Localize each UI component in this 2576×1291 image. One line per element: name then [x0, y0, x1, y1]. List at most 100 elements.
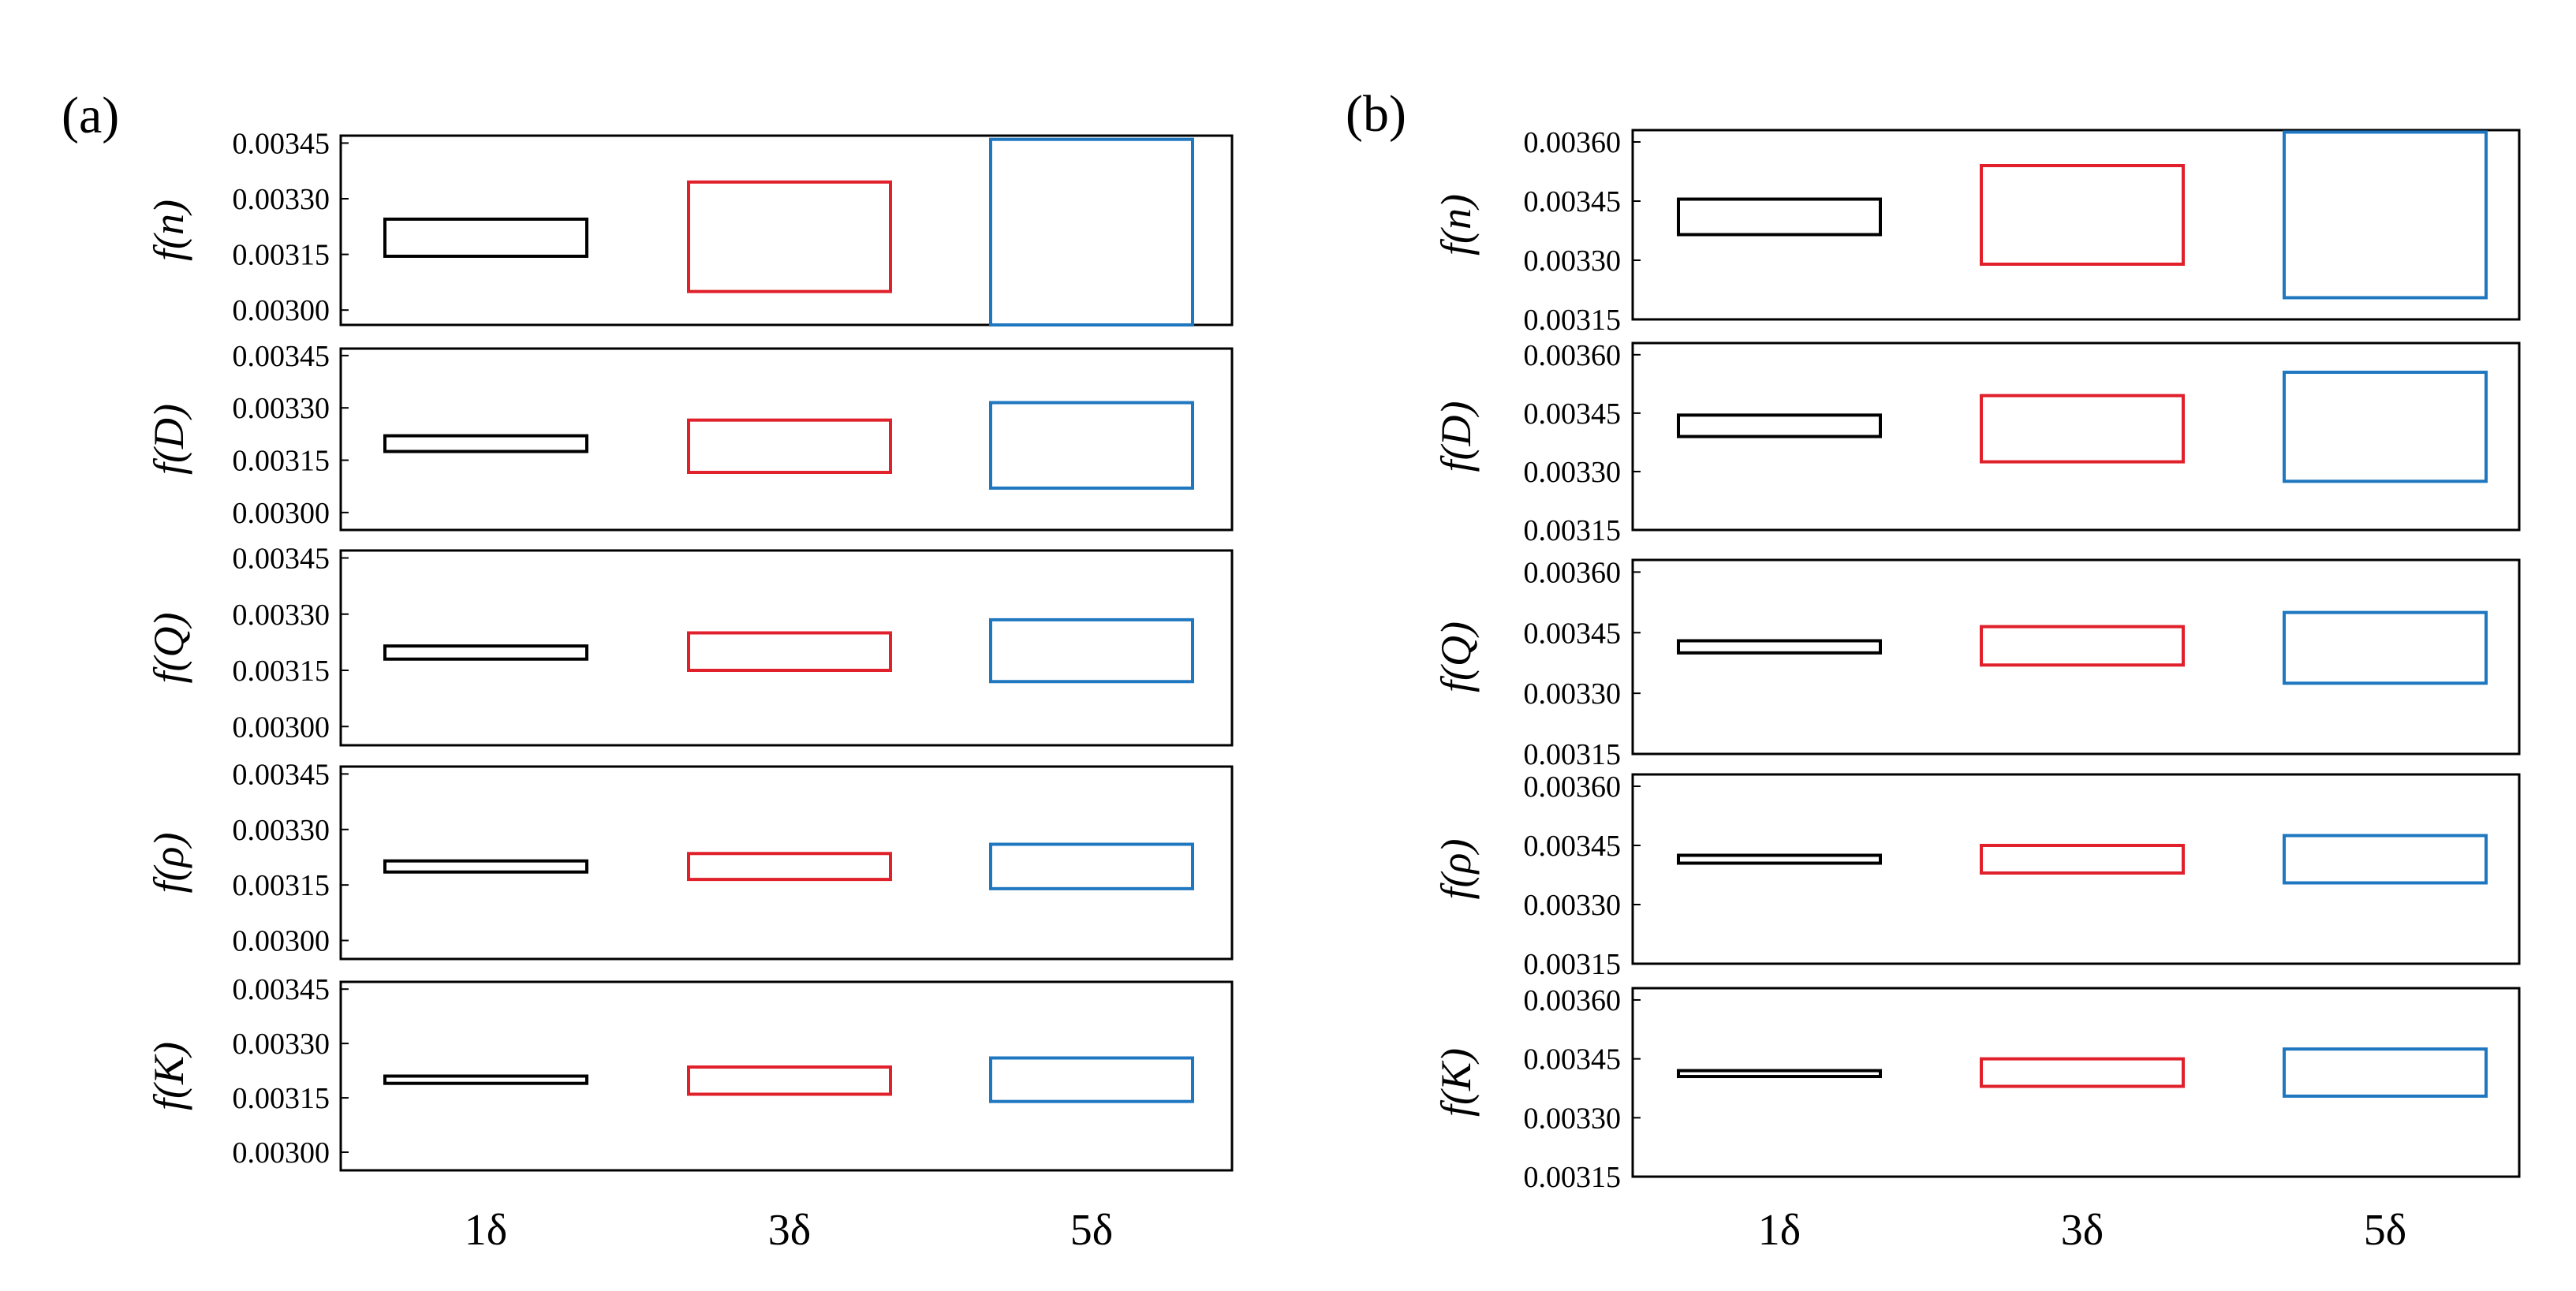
y-axis-label: f(D) [145, 404, 192, 475]
subplot-4: 0.00300 0.00315 0.00330 0.00345 f(K) [145, 973, 1234, 1172]
panel-label: (b) [1346, 85, 1406, 143]
y-tick-label: 0.00345 [233, 543, 330, 576]
x-category-label: 1δ [465, 1206, 507, 1255]
interval-box-1 [687, 631, 892, 672]
x-category-label: 1δ [1758, 1206, 1801, 1255]
y-tick-label: 0.00345 [233, 973, 330, 1006]
y-tick-label: 0.00330 [1524, 244, 1622, 278]
y-tick-label: 0.00330 [1524, 456, 1622, 489]
subplot-frame [339, 765, 1234, 961]
interval-box-2 [989, 401, 1194, 490]
interval-box-0 [383, 217, 588, 258]
y-tick-label: 0.00360 [1524, 556, 1622, 589]
y-tick-label: 0.00315 [1524, 948, 1622, 981]
subplot-frame [339, 549, 1234, 747]
y-tick-label: 0.00345 [1524, 617, 1622, 650]
y-axis-label: f(n) [145, 200, 192, 261]
interval-box-0 [1677, 1069, 1882, 1079]
y-tick-label: 0.00315 [1524, 514, 1622, 547]
x-category-label: 3δ [768, 1206, 811, 1255]
y-tick-label: 0.00300 [233, 497, 330, 530]
x-category-label: 5δ [1070, 1206, 1113, 1255]
subplot-3: 0.00315 0.00330 0.00345 0.00360 f(ρ) [1432, 770, 2521, 981]
interval-box-2 [2283, 610, 2488, 685]
y-tick-label: 0.00330 [233, 814, 330, 847]
interval-box-1 [1980, 164, 2185, 266]
y-tick-label: 0.00345 [1524, 1043, 1622, 1076]
subplot-frame [1631, 558, 2521, 756]
y-tick-label: 0.00345 [1524, 830, 1622, 863]
interval-box-1 [1980, 1057, 2185, 1088]
y-tick-label: 0.00345 [1524, 185, 1622, 218]
interval-box-1 [1980, 844, 2185, 875]
y-tick-label: 0.00330 [233, 599, 330, 632]
subplot-frame [1631, 773, 2521, 965]
subplot-frame [1631, 987, 2521, 1178]
y-tick-label: 0.00360 [1524, 770, 1622, 804]
y-tick-label: 0.00300 [233, 1136, 330, 1170]
subplot-0: 0.00300 0.00315 0.00330 0.00345 f(n) [145, 127, 1234, 327]
y-tick-label: 0.00300 [233, 925, 330, 958]
interval-box-1 [687, 418, 892, 475]
panel-label: (a) [62, 87, 119, 144]
interval-box-2 [2283, 1047, 2488, 1098]
x-category-label: 5δ [2364, 1206, 2406, 1255]
interval-box-1 [1980, 625, 2185, 667]
y-axis-label: f(ρ) [1432, 839, 1480, 900]
y-tick-label: 0.00345 [233, 340, 330, 373]
y-tick-label: 0.00315 [233, 239, 330, 272]
y-tick-label: 0.00360 [1524, 984, 1622, 1017]
y-tick-label: 0.00315 [233, 655, 330, 688]
y-tick-label: 0.00330 [1524, 1102, 1622, 1135]
interval-box-2 [2283, 371, 2488, 483]
subplot-1: 0.00300 0.00315 0.00330 0.00345 f(D) [145, 340, 1234, 532]
y-tick-label: 0.00330 [233, 392, 330, 425]
interval-box-2 [989, 1056, 1194, 1103]
y-tick-label: 0.00300 [233, 294, 330, 327]
subplot-frame [339, 347, 1234, 532]
y-tick-label: 0.00330 [233, 183, 330, 216]
interval-box-2 [2283, 130, 2488, 300]
y-tick-label: 0.00330 [233, 1028, 330, 1061]
y-tick-label: 0.00315 [233, 1082, 330, 1115]
y-tick-label: 0.00360 [1524, 339, 1622, 372]
subplot-2: 0.00315 0.00330 0.00345 0.00360 f(Q) [1432, 556, 2521, 771]
y-tick-label: 0.00315 [233, 869, 330, 902]
y-axis-label: f(K) [145, 1042, 192, 1110]
y-tick-label: 0.00300 [233, 711, 330, 744]
y-tick-label: 0.00315 [1524, 738, 1622, 771]
interval-box-2 [989, 842, 1194, 890]
interval-box-0 [1677, 197, 1882, 237]
interval-box-2 [2283, 834, 2488, 885]
y-axis-label: f(Q) [1432, 621, 1480, 692]
interval-box-1 [687, 852, 892, 882]
interval-box-0 [383, 434, 588, 453]
interval-box-1 [687, 1065, 892, 1096]
subplot-frame [1631, 341, 2521, 532]
y-tick-label: 0.00315 [1524, 1161, 1622, 1194]
y-tick-label: 0.00345 [233, 127, 330, 160]
y-axis-label: f(ρ) [145, 833, 192, 894]
x-category-label: 3δ [2061, 1206, 2104, 1255]
interval-box-0 [383, 644, 588, 661]
panel-1: (b)0.003150.003300.003450.00360f(n)0.003… [1346, 85, 2521, 1255]
subplot-frame [339, 980, 1234, 1172]
panel-0: (a)0.003000.003150.003300.00345f(n)0.003… [62, 87, 1234, 1255]
y-axis-label: f(D) [1432, 401, 1480, 472]
interval-box-0 [383, 859, 588, 874]
y-tick-label: 0.00360 [1524, 126, 1622, 159]
subplot-frame [1631, 129, 2521, 321]
interval-box-2 [989, 618, 1194, 684]
y-tick-label: 0.00330 [1524, 677, 1622, 711]
interval-box-1 [1980, 394, 2185, 464]
y-tick-label: 0.00315 [233, 445, 330, 478]
interval-box-0 [383, 1074, 588, 1085]
subplot-3: 0.00300 0.00315 0.00330 0.00345 f(ρ) [145, 758, 1234, 961]
subplot-frame [339, 134, 1234, 326]
y-tick-label: 0.00330 [1524, 889, 1622, 922]
y-tick-label: 0.00345 [233, 758, 330, 791]
